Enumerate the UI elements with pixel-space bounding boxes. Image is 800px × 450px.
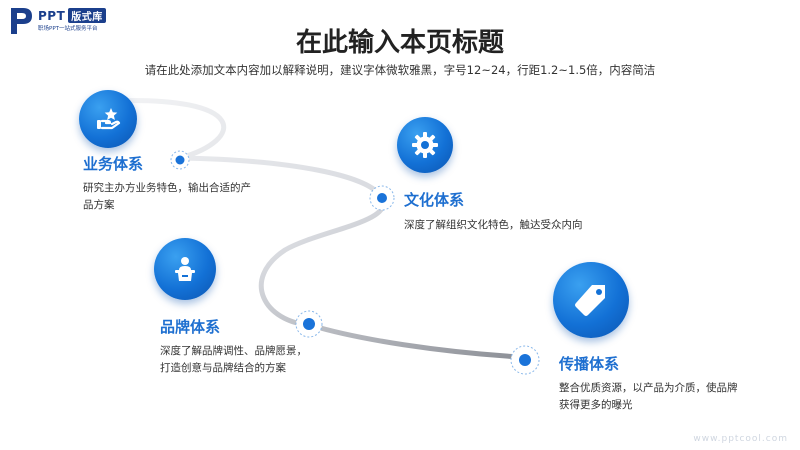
brand-badge: 版式库 (68, 8, 106, 23)
road-path (105, 97, 523, 360)
node-4-desc-line1: 整合优质资源，以产品为介质，使品牌 (559, 382, 738, 394)
gear-icon (412, 132, 438, 158)
node-3-desc-line1: 深度了解品牌调性、品牌愿景， (160, 345, 307, 357)
road-marker-2 (369, 185, 395, 211)
node-3-title: 品牌体系 (160, 318, 221, 336)
node-4-desc-line2: 获得更多的曝光 (559, 399, 633, 411)
node-1-desc: 研究主办方业务特色，输出合适的产 品方案 (83, 180, 293, 214)
node-1-title: 业务体系 (83, 155, 144, 173)
node-1-desc-line2: 品方案 (83, 199, 115, 211)
node-2-desc-line1: 深度了解组织文化特色，触达受众内向 (404, 219, 583, 231)
node-3-badge (154, 238, 216, 300)
watermark: www.pptcool.com (693, 434, 788, 444)
node-1-desc-line1: 研究主办方业务特色，输出合适的产 (83, 182, 251, 194)
price-tag-icon (575, 285, 605, 316)
node-2-badge (397, 117, 453, 173)
node-2-title: 文化体系 (404, 191, 465, 209)
hand-star-icon (97, 108, 121, 130)
node-1-badge (79, 90, 137, 148)
road-marker-4 (510, 345, 540, 375)
road-marker-1 (170, 150, 190, 170)
node-4-desc: 整合优质资源，以产品为介质，使品牌 获得更多的曝光 (559, 380, 774, 414)
node-3-desc-line2: 打造创意与品牌结合的方案 (160, 362, 286, 374)
node-3-desc: 深度了解品牌调性、品牌愿景， 打造创意与品牌结合的方案 (160, 343, 350, 377)
road-marker-3 (295, 310, 323, 338)
node-2-desc: 深度了解组织文化特色，触达受众内向 (404, 217, 644, 234)
brand-tagline: 职场PPT一站式服务平台 (38, 26, 98, 32)
page-title: 在此输入本页标题 (295, 28, 504, 58)
brand-mark-icon (11, 8, 32, 34)
podium-person-icon (175, 257, 195, 281)
node-4-badge (553, 262, 629, 338)
page-subtitle: 请在此处添加文本内容加以解释说明，建议字体微软雅黑，字号12~24，行距1.2~… (144, 63, 656, 77)
node-4-title: 传播体系 (559, 355, 620, 373)
